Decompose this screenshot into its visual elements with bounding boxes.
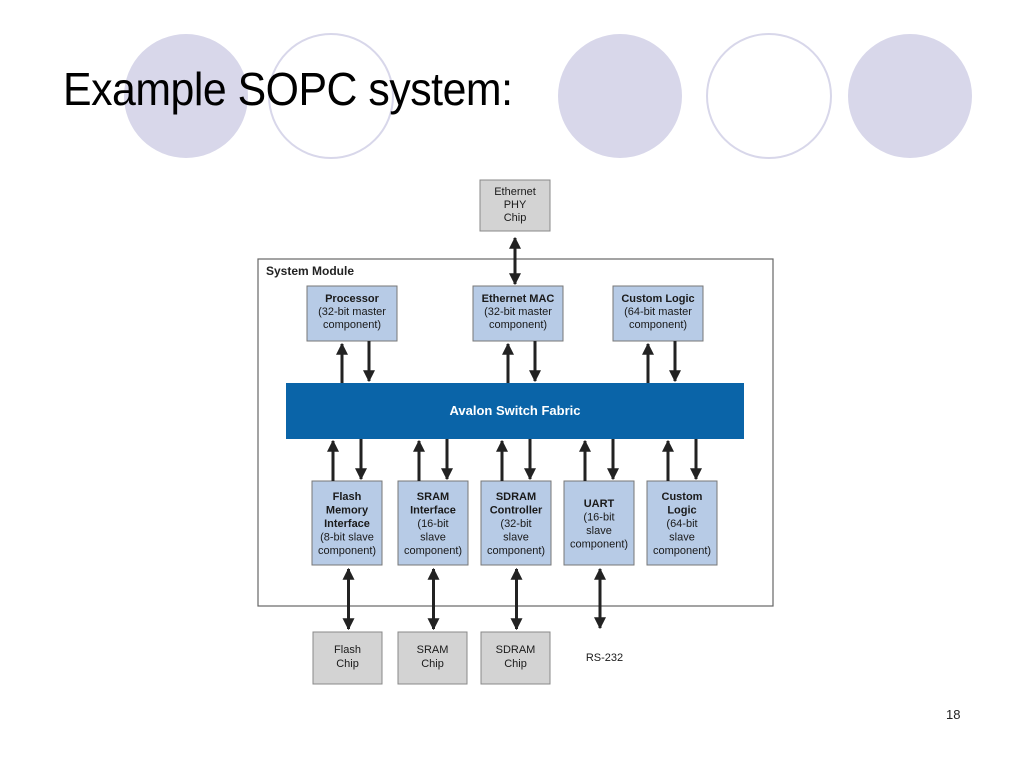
sram-interface-title-0: SRAM [417,491,449,503]
ethernet-mac-detail-0: (32-bit master [484,306,552,318]
custom-logic-slave-detail-0: (64-bit [666,518,697,530]
flash-memory-interface-title-0: Flash [333,491,362,503]
sdram-controller-detail-1: slave [503,532,529,544]
uart-title-0: UART [584,498,615,510]
processor-box [306,285,398,342]
custom-logic-master-title-0: Custom Logic [621,293,694,305]
flash-memory-interface-title-1: Memory [326,505,369,517]
custom-logic-slave-title-1: Logic [667,505,696,517]
flash-memory-interface-detail-1: component) [318,545,376,557]
processor-detail-0: (32-bit master [318,306,386,318]
decor-circle-2 [268,33,394,159]
ethernet-mac-detail-1: component) [489,319,547,331]
custom-logic-slave-box [646,480,718,566]
custom-logic-master-detail-1: component) [629,319,687,331]
sdram-controller-detail-0: (32-bit [500,518,531,530]
custom-logic-master-box [612,285,704,342]
sram-interface-detail-2: component) [404,545,462,557]
rs-232-detail-0: RS-232 [586,652,623,664]
custom-logic-slave-detail-2: component) [653,545,711,557]
flash-memory-interface-box [311,480,383,566]
flash-memory-interface-title-2: Interface [324,518,370,530]
ethernet-mac-box [472,285,564,342]
uart-box [563,480,635,566]
sram-chip-detail-1: Chip [421,658,444,670]
flash-chip-box [312,631,383,685]
slide-title: Example SOPC system: [63,63,513,115]
system-module-label: System Module [266,264,354,278]
sdram-controller-title-1: Controller [490,505,543,517]
eth-phy-detail-2: Chip [504,212,527,224]
uart-detail-2: component) [570,538,628,550]
sram-chip-box [397,631,468,685]
sram-interface-detail-1: slave [420,532,446,544]
decor-circle-3 [558,34,682,158]
custom-logic-slave-detail-1: slave [669,532,695,544]
ethernet-mac-title-0: Ethernet MAC [482,293,555,305]
uart-detail-1: slave [586,525,612,537]
sdram-chip-detail-0: SDRAM [496,644,536,656]
decor-circle-1 [124,34,248,158]
sram-interface-detail-0: (16-bit [417,518,448,530]
decor-circle-4 [706,33,832,159]
eth-phy-box [479,179,551,232]
sdram-chip-box [480,631,551,685]
sdram-controller-detail-2: component) [487,545,545,557]
decor-circle-5 [848,34,972,158]
custom-logic-slave-title-0: Custom [662,491,703,503]
slide-number: 18 [946,707,961,722]
processor-title-0: Processor [325,293,380,305]
sram-interface-box [397,480,469,566]
flash-chip-detail-1: Chip [336,658,359,670]
sram-interface-title-1: Interface [410,505,456,517]
sdram-chip-detail-1: Chip [504,658,527,670]
sdram-controller-box [480,480,552,566]
sdram-controller-title-0: SDRAM [496,491,536,503]
processor-detail-1: component) [323,319,381,331]
avalon-switch-fabric-label: Avalon Switch Fabric [450,403,581,418]
uart-detail-0: (16-bit [583,511,614,523]
flash-chip-detail-0: Flash [334,644,361,656]
avalon-switch-fabric [286,383,744,439]
flash-memory-interface-detail-0: (8-bit slave [320,532,374,544]
custom-logic-master-detail-0: (64-bit master [624,306,692,318]
eth-phy-detail-0: Ethernet [494,186,536,198]
eth-phy-detail-1: PHY [504,199,527,211]
sram-chip-detail-0: SRAM [417,644,449,656]
